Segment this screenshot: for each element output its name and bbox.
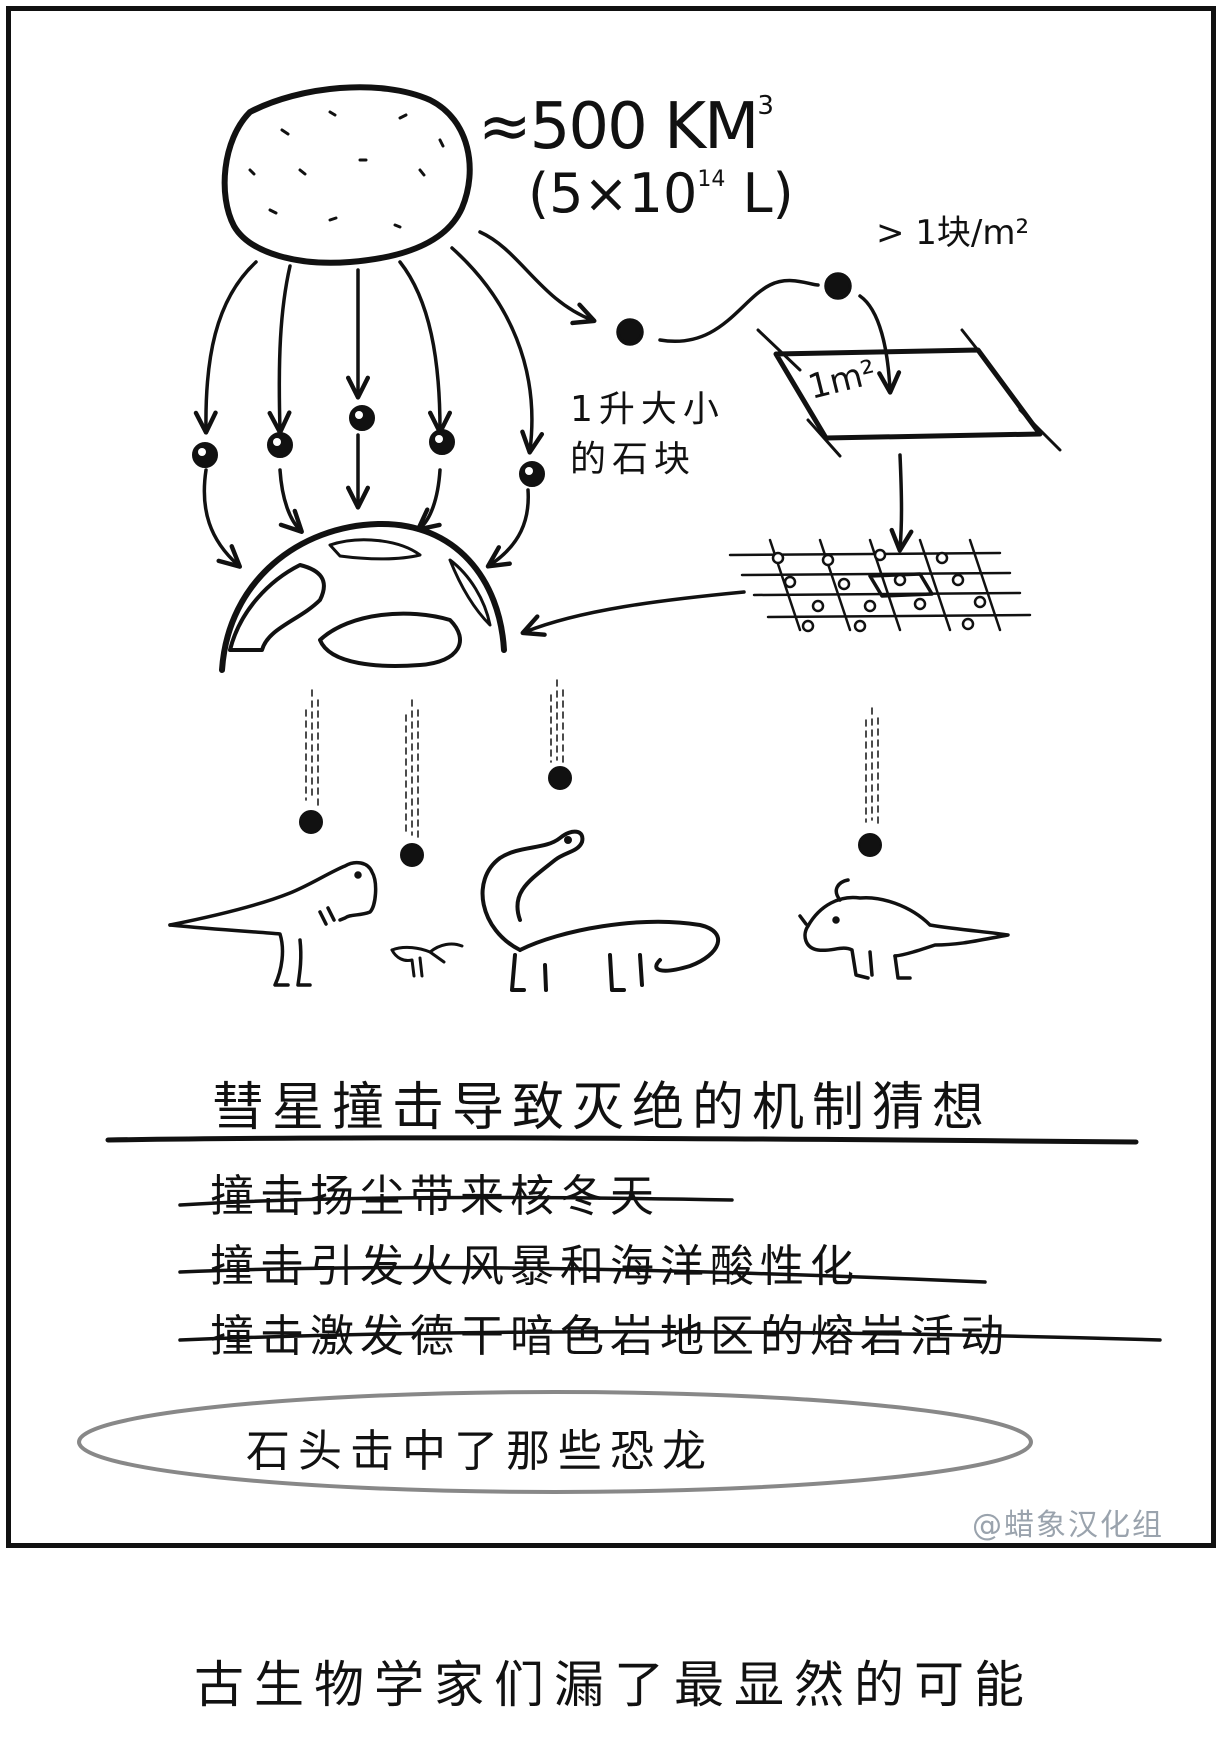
comic-panel bbox=[6, 6, 1216, 1548]
earth-icon bbox=[219, 520, 507, 673]
sauropod-icon bbox=[480, 829, 721, 992]
falling-rocks bbox=[299, 679, 882, 867]
rock-size-label-line1: 1升大小 bbox=[570, 389, 725, 430]
arrow-to-earth bbox=[520, 590, 746, 637]
answer-outline bbox=[77, 1390, 1033, 1494]
small-dinosaur-icon bbox=[390, 942, 464, 978]
hypothesis-item: 撞击激发德干暗色岩地区的熔岩活动 bbox=[210, 1311, 1010, 1362]
t-rex-icon bbox=[168, 860, 378, 987]
comet-liters-label: (5×1014 L) bbox=[528, 162, 794, 225]
strike-lines bbox=[178, 1195, 1162, 1342]
falling-arrows bbox=[193, 246, 545, 569]
rock-icons bbox=[192, 405, 545, 487]
comet-icon bbox=[221, 84, 473, 266]
credit-watermark: @蜡象汉化组 bbox=[972, 1508, 1164, 1543]
title-underline bbox=[105, 1135, 1139, 1145]
hypothesis-item: 撞击扬尘带来核冬天 bbox=[210, 1171, 660, 1222]
arrow-down bbox=[889, 453, 914, 553]
hypotheses-title: 彗星撞击导致灭绝的机制猜想 bbox=[212, 1078, 993, 1138]
single-rock-path bbox=[478, 230, 902, 395]
grid-rocks bbox=[771, 548, 987, 633]
answer-text: 石头击中了那些恐龙 bbox=[246, 1426, 714, 1477]
hypothesis-item: 撞击引发火风暴和海洋酸性化 bbox=[210, 1241, 860, 1292]
square-meter-icon bbox=[756, 328, 1062, 458]
comet-volume-label: ≈500 KM3 bbox=[478, 90, 774, 164]
comic-caption: 古生物学家们漏了最显然的可能 bbox=[194, 1656, 1034, 1714]
rock-density-label: > 1块/m² bbox=[876, 213, 1030, 253]
triceratops-icon bbox=[798, 878, 1010, 980]
rock-size-label-line2: 的石块 bbox=[570, 439, 697, 480]
